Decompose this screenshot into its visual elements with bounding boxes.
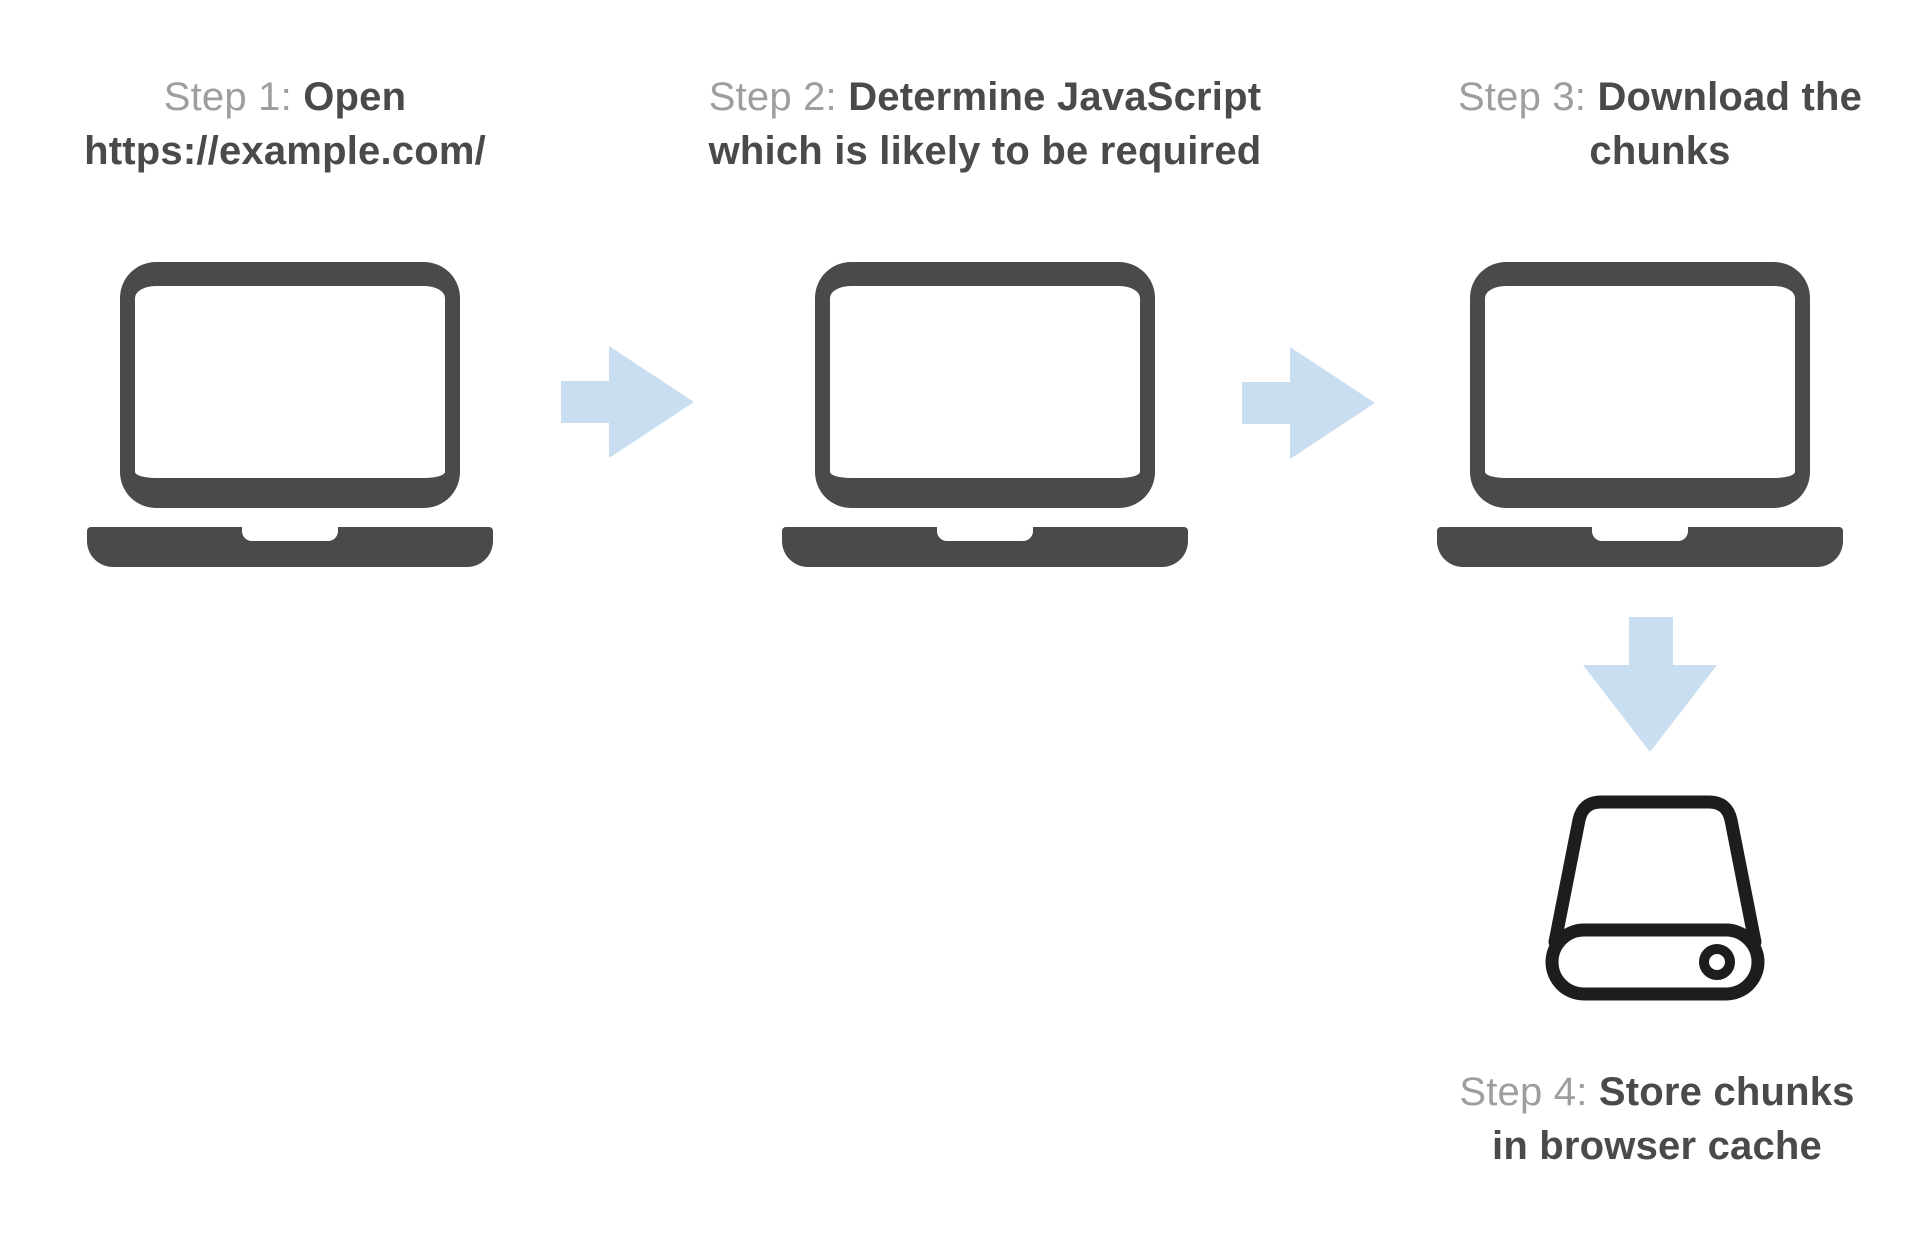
step-1-title-cont: https://example.com/ [84, 129, 486, 173]
arrow-stem [561, 381, 613, 423]
laptop-icon-step-3 [1437, 262, 1843, 567]
laptop-base [1437, 527, 1843, 567]
hard-drive-svg [1545, 795, 1765, 1001]
step-1-title: Open [303, 75, 407, 119]
arrow-head [1290, 347, 1375, 459]
arrow-stem [1242, 382, 1294, 424]
step-4-title: Store chunks [1598, 1070, 1855, 1114]
step-3-prefix: Step 3: [1457, 75, 1598, 119]
arrow-right-icon-2 [1242, 347, 1375, 459]
step-2-caption: Step 2: Determine JavaScript which is li… [625, 70, 1345, 178]
step-3-caption: Step 3: Download the chunks [1410, 70, 1910, 178]
step-4-title-cont: in browser cache [1492, 1124, 1822, 1168]
step-1-caption-line-2: https://example.com/ [5, 124, 565, 178]
laptop-base [87, 527, 493, 567]
laptop-screen [815, 262, 1155, 508]
step-3-caption-line-1: Step 3: Download the [1410, 70, 1910, 124]
step-2-title: Determine JavaScript [848, 75, 1262, 119]
step-4-caption-line-2: in browser cache [1407, 1119, 1907, 1173]
arrow-stem [1629, 617, 1673, 667]
step-2-caption-line-2: which is likely to be required [625, 124, 1345, 178]
step-1-caption: Step 1: Open https://example.com/ [5, 70, 565, 178]
step-3-title: Download the [1597, 75, 1863, 119]
step-2-prefix: Step 2: [708, 75, 849, 119]
step-2-caption-line-1: Step 2: Determine JavaScript [625, 70, 1345, 124]
step-3-title-cont: chunks [1589, 129, 1731, 173]
arrow-head [1583, 665, 1717, 752]
step-2-title-cont: which is likely to be required [708, 129, 1262, 173]
hard-drive-icon [1545, 792, 1765, 1002]
laptop-screen [120, 262, 460, 508]
laptop-base [782, 527, 1188, 567]
step-4-caption-line-1: Step 4: Store chunks [1407, 1065, 1907, 1119]
step-3-caption-line-2: chunks [1410, 124, 1910, 178]
step-4-caption: Step 4: Store chunks in browser cache [1407, 1065, 1907, 1173]
laptop-icon-step-2 [782, 262, 1188, 567]
laptop-icon-step-1 [87, 262, 493, 567]
arrow-head [609, 346, 694, 458]
step-1-prefix: Step 1: [163, 75, 304, 119]
step-1-caption-line-1: Step 1: Open [5, 70, 565, 124]
laptop-screen [1470, 262, 1810, 508]
step-4-prefix: Step 4: [1459, 1070, 1599, 1114]
arrow-right-icon-1 [561, 346, 694, 458]
arrow-down-icon [1583, 617, 1718, 752]
